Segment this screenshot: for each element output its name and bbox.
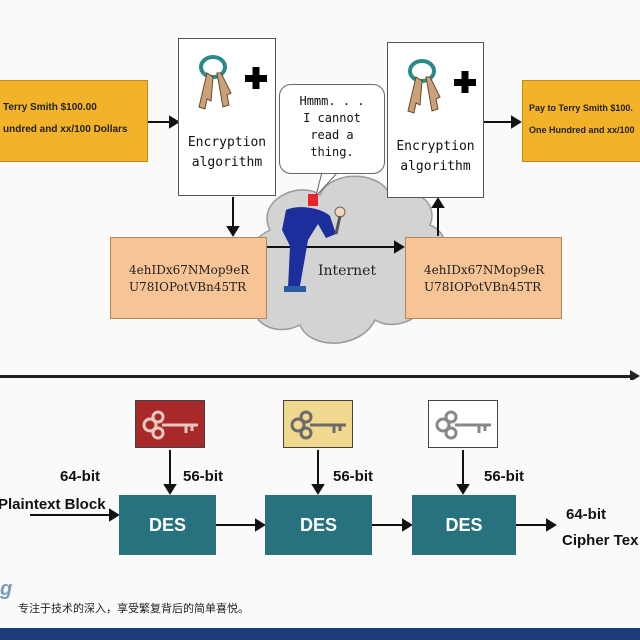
encryption-box-left: Encryption algorithm — [178, 38, 276, 196]
key-icon — [435, 410, 491, 440]
footer-logo-mark: g — [0, 578, 13, 600]
internet-label: Internet — [318, 263, 377, 279]
key-bits-label-2: 56-bit — [333, 468, 374, 485]
encryption-label-left: Encryption algorithm — [187, 135, 267, 170]
cheque-left-line1: Terry Smith $100.00 — [3, 102, 97, 113]
output-bits-label: 64-bit — [566, 506, 607, 523]
keys-icon — [407, 59, 476, 114]
plaintext-block-label: Plaintext Block — [0, 496, 106, 513]
flow-arrows — [148, 115, 522, 254]
key-icon — [142, 410, 198, 440]
cipher-text-label: Cipher Tex — [562, 532, 639, 549]
cheque-right-line1: Pay to Terry Smith $100. — [529, 103, 633, 113]
plaintext-cheque-left: Terry Smith $100.00 undred and xx/100 Do… — [0, 80, 148, 162]
speech-bubble: Hmmm. . . I cannot read a thing. — [279, 84, 385, 174]
des-block-1: DES — [119, 495, 216, 555]
cheque-right-line2: One Hundred and xx/100 — [529, 125, 635, 135]
ciphertext-right-line1: 4ehIDx67NMop9eR — [424, 263, 545, 277]
key-bits-label-3: 56-bit — [484, 468, 525, 485]
ciphertext-right-line2: U78IOPotVBn45TR — [424, 280, 542, 294]
key-box-3 — [428, 400, 498, 448]
section-divider — [0, 375, 636, 378]
des-block-2: DES — [265, 495, 372, 555]
des-block-3: DES — [412, 495, 516, 555]
ciphertext-left-line1: 4ehIDx67NMop9eR — [129, 263, 250, 277]
key-box-2 — [283, 400, 353, 448]
keys-icon — [198, 55, 267, 110]
key-icon — [290, 410, 346, 440]
ciphertext-box-left: 4ehIDx67NMop9eR U78IOPotVBn45TR — [110, 237, 267, 319]
plaintext-cheque-right: Pay to Terry Smith $100. One Hundred and… — [522, 80, 640, 162]
encryption-label-right: Encryption algorithm — [396, 139, 475, 174]
key-box-1 — [135, 400, 205, 448]
eavesdropper-figure — [282, 194, 346, 292]
ciphertext-left-line2: U78IOPotVBn45TR — [129, 280, 247, 294]
footer-slogan: 专注于技术的深入，享受繁复背后的简单喜悦。 — [18, 602, 249, 615]
ciphertext-box-right: 4ehIDx67NMop9eR U78IOPotVBn45TR — [405, 237, 562, 319]
key-bits-label-1: 56-bit — [183, 468, 224, 485]
cheque-left-line2: undred and xx/100 Dollars — [3, 124, 128, 135]
des-chain-arrows — [30, 450, 557, 532]
footer-bar — [0, 628, 640, 640]
encryption-box-right: Encryption algorithm — [387, 42, 484, 198]
input-bits-label: 64-bit — [60, 468, 101, 485]
